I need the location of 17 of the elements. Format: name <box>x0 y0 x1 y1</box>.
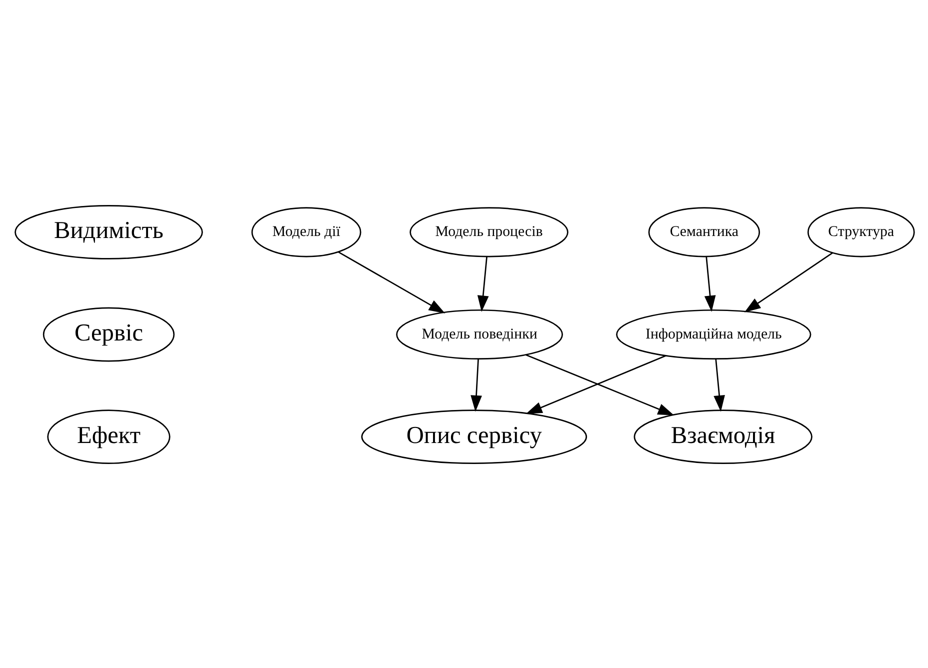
node-ellipse: Модель дії <box>250 206 361 257</box>
node-ellipse: Взаємодія <box>633 409 812 464</box>
arrow <box>338 250 445 313</box>
arrow <box>704 256 716 312</box>
arrow <box>713 358 724 412</box>
node-ellipse: Ефект <box>46 409 170 464</box>
arrow <box>470 358 482 412</box>
node-ellipse: Модель процесів <box>409 206 568 257</box>
node-ellipse: Інформаційна модель <box>616 308 811 360</box>
node-ellipse: Опис сервісу <box>360 409 587 464</box>
node-ellipse: Семантика <box>648 206 760 257</box>
arrow <box>744 252 833 312</box>
node-ellipse: Сервіс <box>42 306 174 362</box>
node-ellipse: Структура <box>806 206 914 257</box>
node-ellipse: Видимість <box>14 204 202 259</box>
arrow <box>476 256 488 312</box>
node-ellipse: Модель поведінки <box>396 308 562 360</box>
